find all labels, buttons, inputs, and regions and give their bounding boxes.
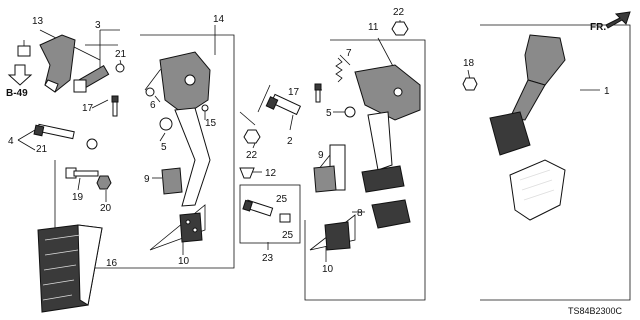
callout-9: 9 [144,174,150,185]
callout-1: 1 [604,86,610,97]
nut-part-22a [243,129,261,144]
callout-22b: 22 [393,7,405,18]
callout-23: 23 [262,253,274,264]
callout-11: 11 [368,22,379,33]
callout-13: 13 [32,16,44,27]
callout-labels: 13 3 21 6 17 4 21 19 20 16 14 15 5 9 10 … [6,7,623,316]
callout-4: 4 [8,136,14,147]
part-code: TS84B2300C [568,306,623,316]
brake-pedal-part-14 [145,51,211,207]
callout-16: 16 [106,258,118,269]
callout-5: 5 [161,142,167,153]
callout-15: 15 [205,118,217,129]
clutch-pad [361,165,405,193]
nut-part-20 [96,175,112,190]
pad-part-16 [37,224,103,313]
rod-part-4 [33,123,98,150]
callout-2: 2 [287,136,293,147]
callout-19: 19 [72,192,84,203]
callout-17b: 17 [288,87,300,98]
spring-part-7 [335,57,343,83]
switch-part-23 [242,199,291,223]
callout-8: 8 [357,208,363,219]
clutch-pedal-part-11 [329,64,421,191]
callout-10b: 10 [322,264,334,275]
stopper-part-12 [239,167,255,179]
nut-part-22b [391,21,409,36]
direction-label: FR. [590,22,606,33]
front-direction-arrow [605,11,631,29]
bracket-part-13 [17,34,76,93]
bolt-part-17a [111,95,119,117]
callout-21: 21 [115,49,127,60]
pedal-pad-part-8 [371,199,411,229]
callout-21b: 21 [36,144,48,155]
pedal-pad-part-10a [179,212,203,243]
pedal-pad-part-9b [313,165,337,193]
pedal-pad-part-10b [324,221,351,251]
pedal-pad-part-9a [161,167,183,195]
nut-part-18 [462,77,478,91]
callout-12: 12 [265,168,277,179]
callout-22: 22 [246,150,258,161]
bolt-part-17b [314,83,322,103]
callout-20: 20 [100,203,112,214]
callout-14: 14 [213,14,225,25]
callout-9b: 9 [318,150,324,161]
callout-17: 17 [82,103,94,114]
switch-part-2 [265,93,302,116]
clip-part-15 [201,104,209,112]
callout-25b: 25 [282,230,294,241]
callout-10: 10 [178,256,190,267]
section-ref-label: B-49 [6,88,28,99]
callout-3: 3 [95,20,101,31]
callout-18: 18 [463,58,475,69]
callout-5b: 5 [326,108,332,119]
callout-7: 7 [346,48,352,59]
section-ref-arrow [7,64,33,86]
accelerator-pedal-part-1 [489,34,566,221]
callout-6: 6 [150,100,156,111]
callout-25: 25 [276,194,288,205]
switch-part-3 [73,63,125,93]
bolt-part-19 [65,167,99,179]
